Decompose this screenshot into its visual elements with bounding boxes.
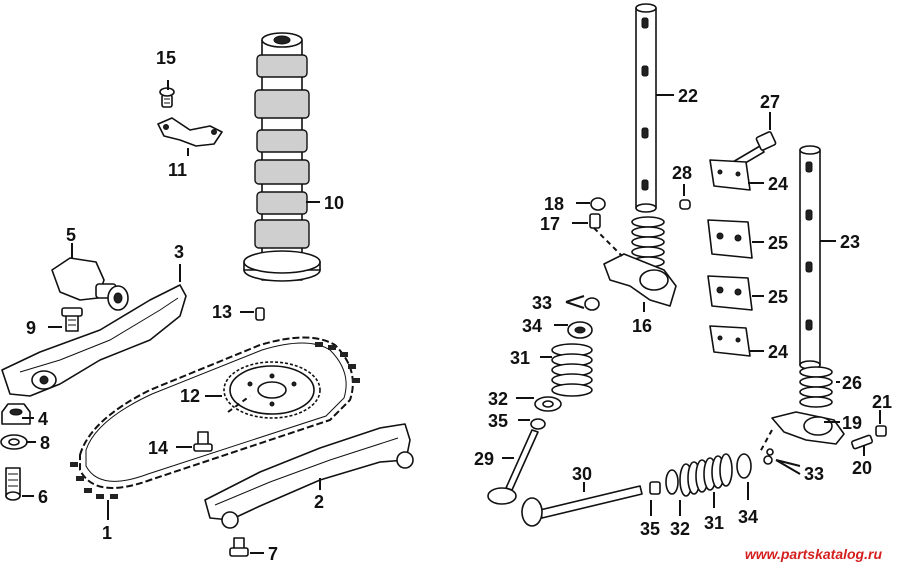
callout-26: 26 [842,373,862,393]
keeper-33-lower [763,448,774,465]
keeper-33-upper [584,297,600,311]
screw-15 [159,87,175,108]
callout-10: 10 [324,193,344,213]
callout-25-lower: 25 [768,287,788,307]
callout-25-upper: 25 [768,233,788,253]
dowel-pin-13 [255,307,265,321]
callout-34-lower: 34 [738,507,758,527]
callout-35-upper: 35 [488,411,508,431]
spacer-4 [1,403,31,425]
chain-guide-lower [204,423,414,529]
bolt-6 [5,467,21,501]
callout-33-upper: 33 [532,293,552,313]
spring-seat-32-lower [665,469,679,495]
shaft-bracket-25-upper [707,219,753,259]
nut-18 [590,197,606,211]
callout-35-lower: 35 [640,519,660,539]
valve-spring-31-upper [551,343,593,397]
assembly-line-12 [227,395,251,413]
leader-lines [22,80,881,554]
callout-24-upper: 24 [768,174,788,194]
callout-29: 29 [474,449,494,469]
callout-24-lower: 24 [768,342,788,362]
seal-35-upper [530,418,546,430]
shaft-bracket-24-upper [709,159,751,191]
cam-sprocket [223,361,321,419]
callout-3: 3 [174,242,184,262]
callout-23: 23 [840,232,860,252]
cap-28 [679,199,691,210]
valve-spring-31-lower [679,453,733,497]
callout-32-upper: 32 [488,389,508,409]
callout-21: 21 [872,392,892,412]
callout-1: 1 [102,523,112,543]
callout-5: 5 [66,225,76,245]
bolt-14 [193,431,213,452]
rocker-arm-16 [603,253,677,307]
callout-22: 22 [678,86,698,106]
callout-16: 16 [632,316,652,336]
bolt-9 [61,307,83,332]
callout-31-lower: 31 [704,513,724,533]
rocker-arm-19 [771,411,845,445]
thrust-bracket [157,117,223,147]
rocker-spring-26 [799,366,833,408]
shaft-bracket-25-lower [707,275,753,311]
seal-35-lower [649,481,661,495]
nut-21 [875,425,887,437]
retainer-34-upper [567,321,593,339]
bolt-7 [229,537,249,557]
assembly-line-19 [759,429,773,453]
callout-28: 28 [672,163,692,183]
valve-29 [487,429,539,505]
callout-31-upper: 31 [510,348,530,368]
callout-labels: 15 11 10 5 3 9 13 12 4 8 14 6 2 1 7 22 2… [26,48,892,564]
adjust-screw-20 [850,434,874,450]
callout-15: 15 [156,48,176,68]
timing-chain [70,336,360,499]
callout-2: 2 [314,492,324,512]
rocker-shaft-23 [799,145,821,370]
callout-18: 18 [544,194,564,214]
shaft-bracket-24-lower [709,325,751,357]
callout-6: 6 [38,487,48,507]
assembly-line-17 [593,227,623,257]
chain-tensioner [51,257,129,311]
callout-4: 4 [38,409,48,429]
callout-32-lower: 32 [670,519,690,539]
washer-8 [0,434,28,450]
callout-11: 11 [168,160,187,180]
callout-27: 27 [760,92,780,112]
callout-34-upper: 34 [522,316,542,336]
rocker-shaft-22 [635,3,657,213]
callout-7: 7 [268,544,278,564]
chain-guide-upper [1,284,187,397]
spring-seat-32-upper [534,396,562,412]
callout-8: 8 [40,433,50,453]
watermark-url: www.partskatalog.ru [744,546,882,562]
callout-14: 14 [148,438,168,458]
callout-12: 12 [180,386,200,406]
camshaft [243,32,321,282]
callout-9: 9 [26,318,36,338]
callout-13: 13 [212,302,232,322]
adjust-screw-17 [589,213,601,229]
retainer-34-lower [736,453,752,479]
callout-20: 20 [852,458,872,478]
callout-19: 19 [842,413,862,433]
callout-17: 17 [540,214,560,234]
callout-33-lower: 33 [804,464,824,484]
valve-30 [521,485,643,527]
callout-30: 30 [572,464,592,484]
